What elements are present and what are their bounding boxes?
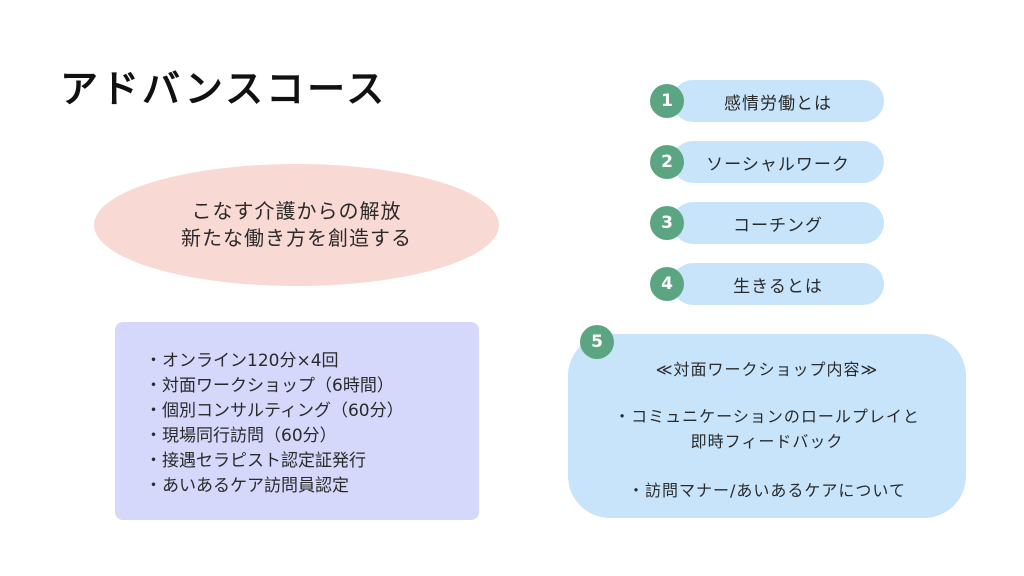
workshop-item-line: ・コミュニケーションのロールプレイと [614,407,920,426]
topic-pill-1: 感情労働とは [672,80,884,122]
features-box: ・オンライン120分×4回 ・対面ワークショップ（6時間） ・個別コンサルティン… [115,322,479,520]
topic-pill-4: 生きるとは [672,263,884,305]
topic-number-badge: 5 [580,325,614,359]
workshop-item: ・コミュニケーションのロールプレイと 即時フィードバック [568,404,966,454]
topic-number-badge: 1 [650,84,684,118]
workshop-title: ≪対面ワークショップ内容≫ [655,360,879,379]
topic-label: コーチング [733,215,823,236]
concept-line-2: 新たな働き方を創造する [181,226,412,250]
page-title: アドバンスコース [60,67,388,111]
workshop-item: ・訪問マナー/あいあるケアについて [628,481,906,500]
concept-ellipse: こなす介護からの解放 新たな働き方を創造する [94,164,499,286]
topic-number-badge: 4 [650,267,684,301]
topic-pill-3: コーチング [672,202,884,244]
feature-item: ・あいあるケア訪問員認定 [145,476,349,496]
topic-pill-2: ソーシャルワーク [672,141,884,183]
workshop-item-line: 即時フィードバック [690,432,844,451]
feature-item: ・接遇セラピスト認定証発行 [145,451,366,471]
concept-line-1: こなす介護からの解放 [191,199,402,223]
topic-label: 生きるとは [733,276,823,297]
feature-item: ・現場同行訪問（60分） [145,426,337,446]
workshop-box: ≪対面ワークショップ内容≫ ・コミュニケーションのロールプレイと 即時フィードバ… [568,334,966,518]
topic-number-badge: 2 [650,145,684,179]
feature-item: ・個別コンサルティング（60分） [145,401,404,421]
feature-item: ・オンライン120分×4回 [145,351,339,371]
topic-number-badge: 3 [650,206,684,240]
topic-label: ソーシャルワーク [706,154,850,175]
topic-label: 感情労働とは [724,93,832,114]
feature-item: ・対面ワークショップ（6時間） [145,376,394,396]
